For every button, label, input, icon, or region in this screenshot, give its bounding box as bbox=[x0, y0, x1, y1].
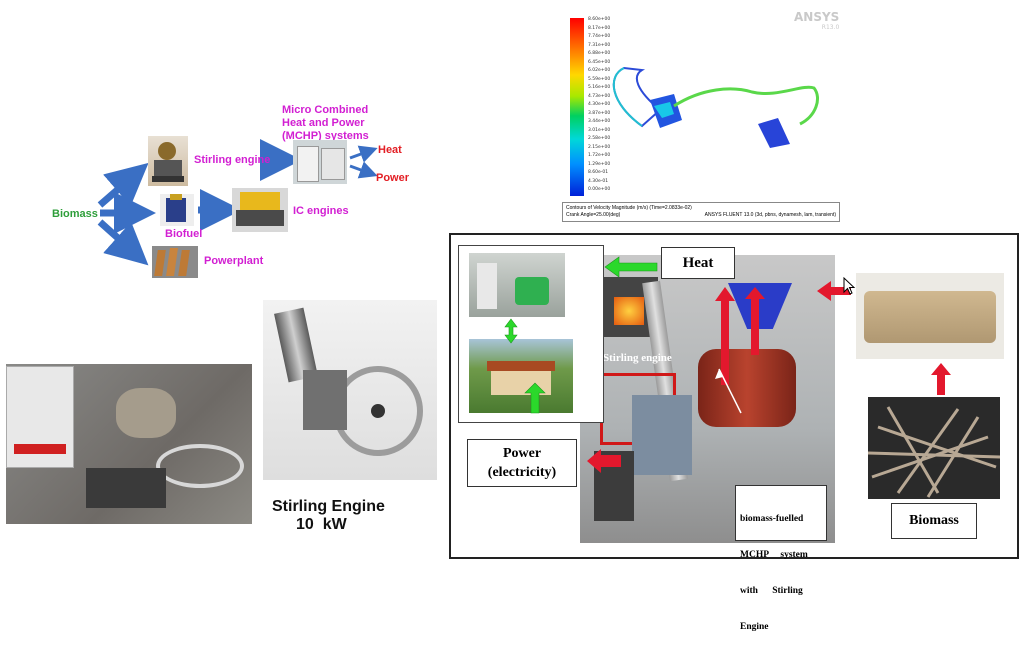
mchp-main-photo bbox=[580, 255, 835, 543]
flow-power-label: Power bbox=[376, 172, 410, 184]
biofuel-thumbnail bbox=[160, 194, 194, 226]
electricity-label: (electricity) bbox=[487, 465, 557, 480]
power-box: Power (electricity) bbox=[467, 439, 577, 487]
heat-box: Heat bbox=[661, 247, 735, 279]
engine-caption-title: Stirling Engine bbox=[272, 498, 385, 515]
mchp-system-panel: Stirling engine Heat Power (electricity)… bbox=[449, 233, 1019, 632]
flow-biofuel-label: Biofuel bbox=[165, 228, 203, 240]
flow-heat-label: Heat bbox=[378, 144, 402, 156]
powerplant-thumbnail bbox=[152, 246, 198, 278]
cfd-colorbar bbox=[570, 18, 584, 196]
biomass-label: Biomass bbox=[909, 513, 959, 528]
flow-ic-label: IC engines bbox=[293, 205, 349, 217]
biomass-pellets-photo bbox=[856, 273, 1004, 359]
cfd-caption: Contours of Velocity Magnitude (m/s) (Ti… bbox=[562, 202, 840, 222]
engine-caption-power: 10 kW bbox=[296, 516, 347, 533]
flow-stirling-label: Stirling engine bbox=[194, 154, 271, 166]
stirling-engine-photo bbox=[263, 300, 437, 480]
engine-test-rig-photo bbox=[6, 364, 252, 524]
ic-engine-thumbnail bbox=[232, 188, 288, 232]
boiler-room-photo bbox=[469, 253, 565, 317]
heat-label: Heat bbox=[682, 254, 714, 271]
flow-arrows bbox=[97, 139, 378, 266]
flow-biomass-label: Biomass bbox=[52, 208, 98, 220]
biomass-box: Biomass bbox=[891, 503, 977, 539]
engine-caption: Stirling Engine 10 kW bbox=[272, 498, 385, 534]
cfd-geometry bbox=[612, 66, 819, 148]
system-arrows bbox=[504, 256, 951, 473]
mouse-cursor-icon bbox=[843, 277, 856, 295]
power-label: Power bbox=[502, 446, 542, 461]
flow-mchp-title: Micro Combined Heat and Power (MCHP) sys… bbox=[282, 104, 369, 142]
house-photo bbox=[469, 339, 573, 413]
system-stirling-label: Stirling engine bbox=[603, 352, 672, 364]
mchp-thumbnail bbox=[293, 140, 347, 184]
biomass-branches-photo bbox=[868, 397, 1000, 499]
flow-powerplant-label: Powerplant bbox=[204, 255, 264, 267]
stirling-engine-thumbnail bbox=[148, 136, 188, 186]
ansys-logo: ANSYS R13.0 bbox=[794, 10, 840, 31]
